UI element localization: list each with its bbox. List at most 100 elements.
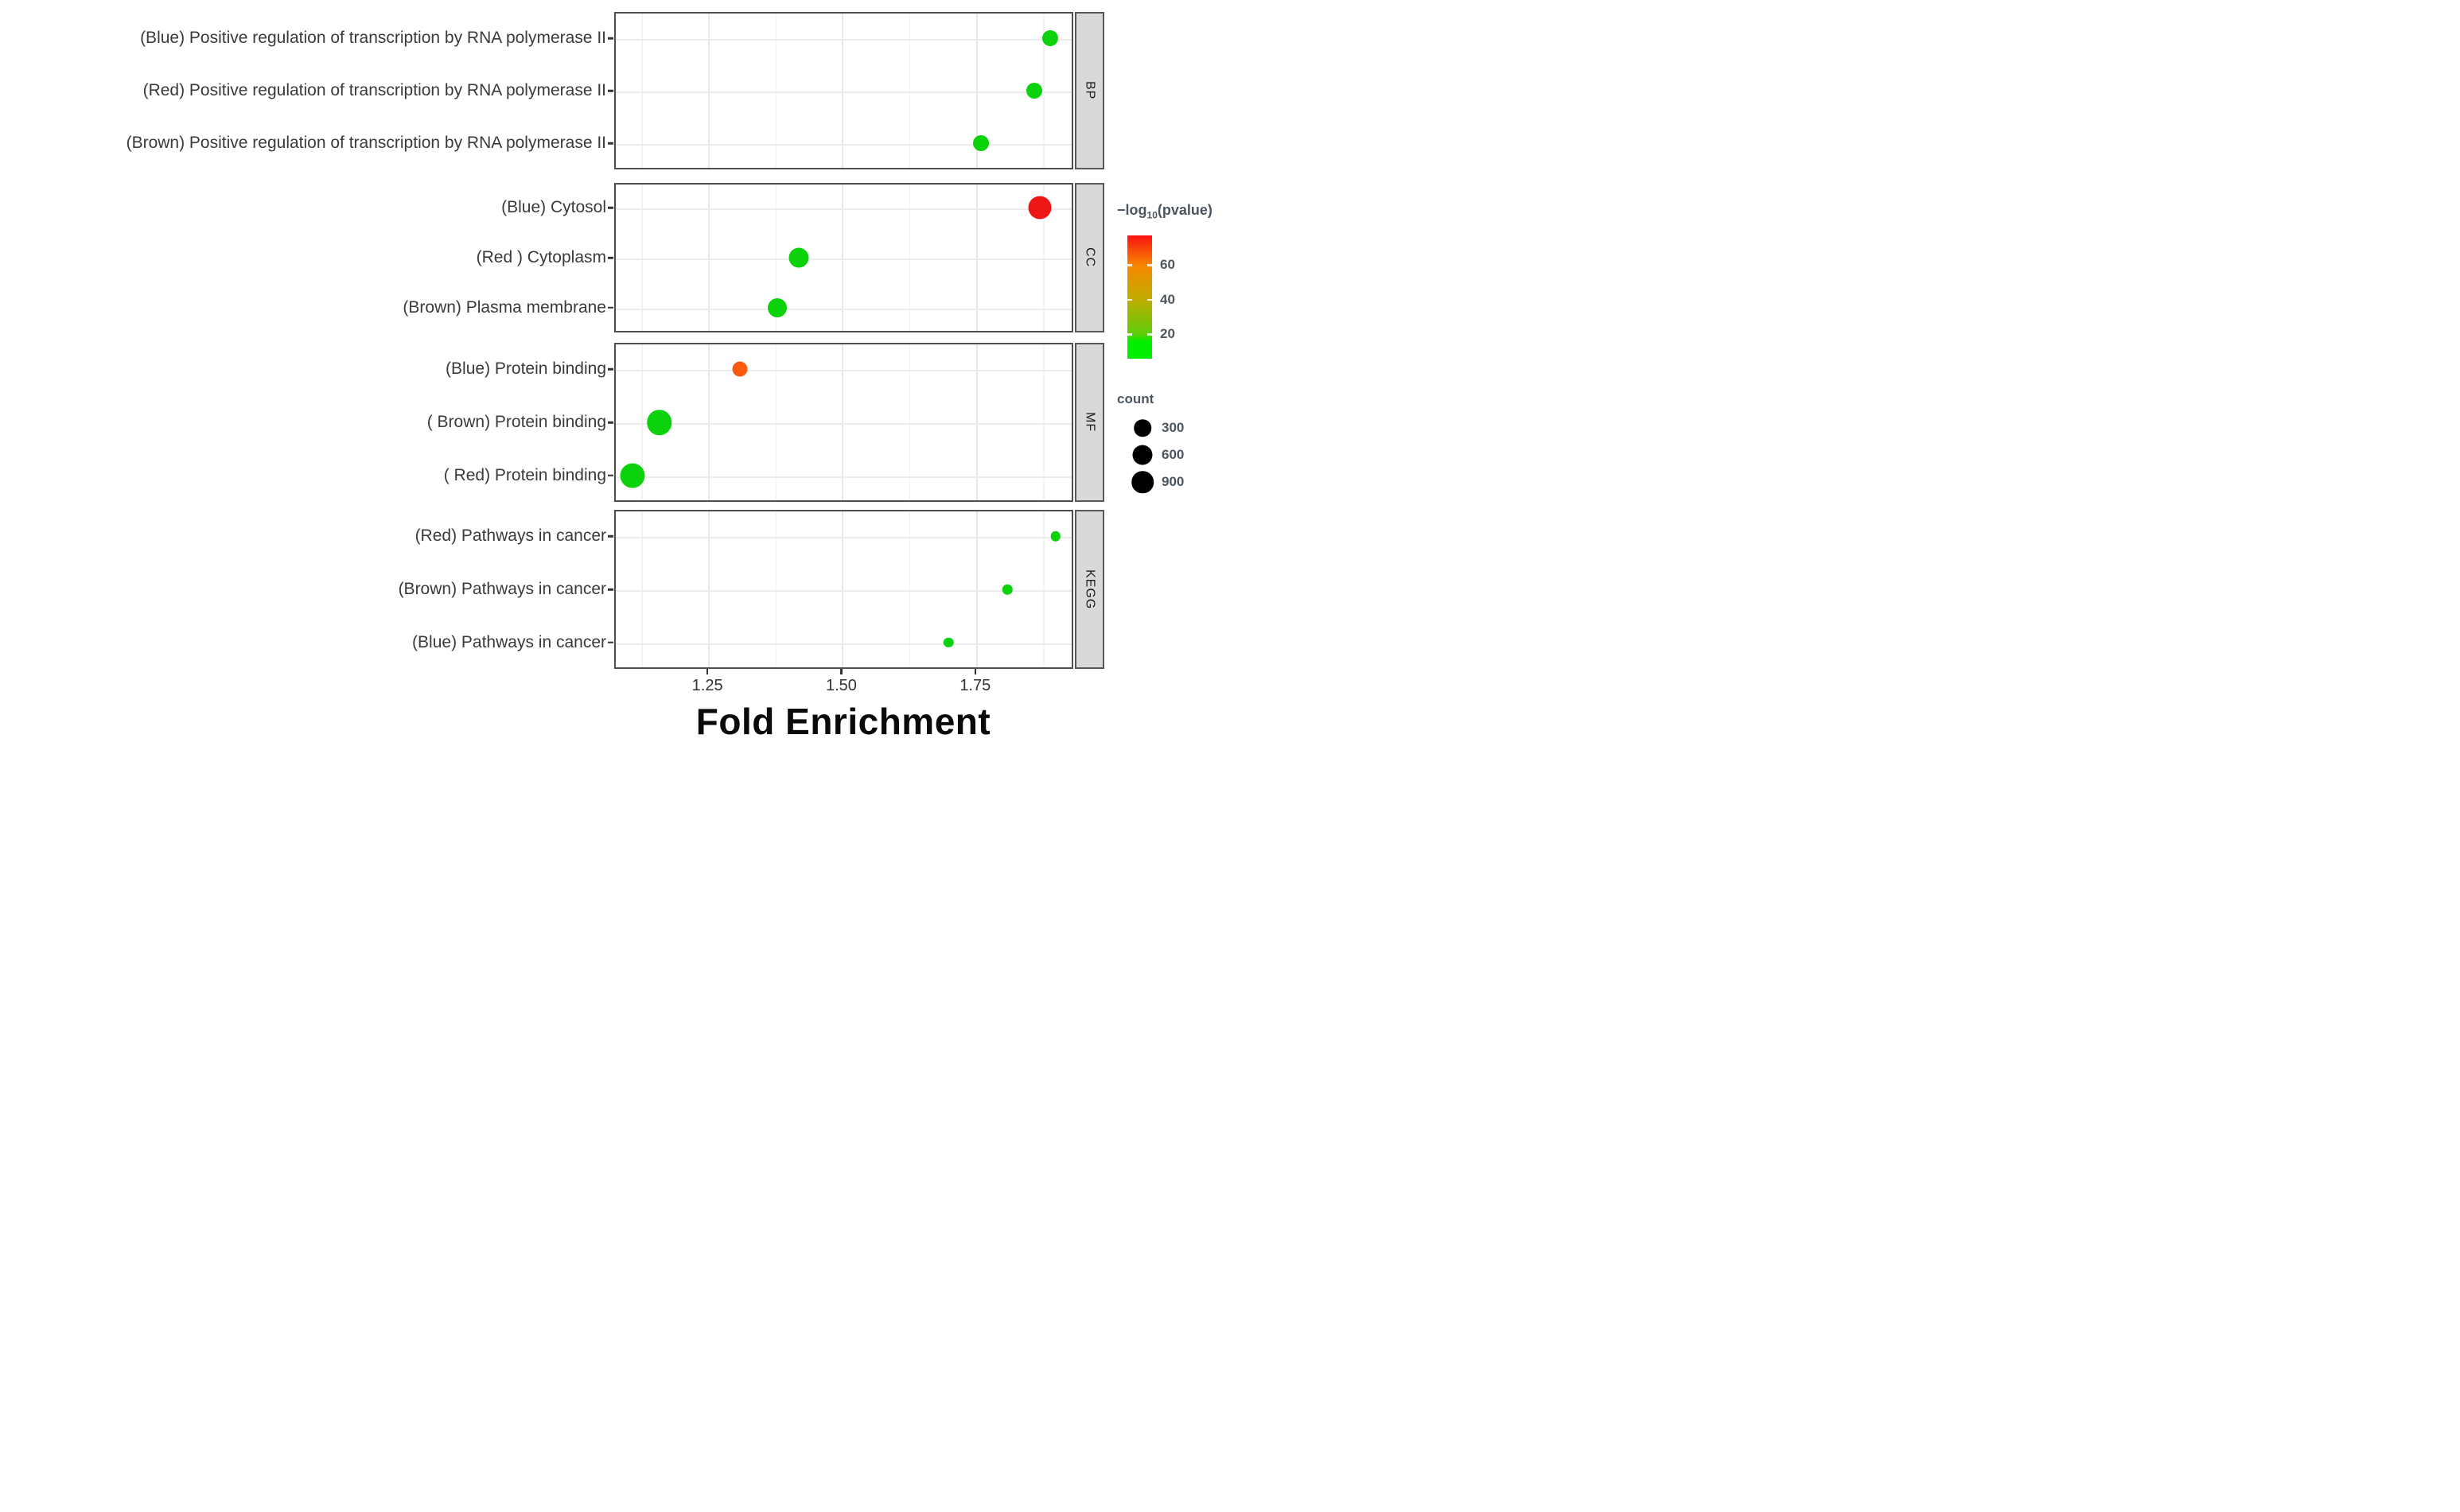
y-axis-label: (Blue) Positive regulation of transcript… — [140, 29, 606, 47]
grid-line-major — [708, 344, 710, 500]
y-axis-tick — [608, 641, 613, 643]
data-point — [732, 361, 748, 377]
grid-line-row — [616, 39, 1072, 41]
grid-line-major — [975, 185, 978, 331]
count-legend-label: 600 — [1162, 447, 1185, 462]
grid-line-minor — [775, 344, 777, 500]
x-axis-tick — [706, 669, 709, 674]
grid-line-minor — [1043, 511, 1045, 667]
grid-line-major — [842, 14, 844, 168]
grid-line-major — [708, 185, 710, 331]
x-axis-title: Fold Enrichment — [695, 701, 991, 742]
grid-line-row — [616, 208, 1072, 211]
y-axis-label: ( Brown) Protein binding — [426, 413, 606, 431]
facet-panel-cc — [614, 183, 1073, 332]
y-axis-tick — [608, 588, 613, 591]
grid-line-major — [708, 511, 710, 667]
data-point — [1042, 30, 1059, 46]
count-legend-title: count — [1117, 391, 1154, 406]
y-axis-tick — [608, 474, 613, 476]
colorbar-tick-notch — [1147, 298, 1152, 301]
count-legend-label: 900 — [1162, 474, 1185, 489]
colorbar-gradient — [1127, 235, 1152, 359]
y-axis-tick — [608, 207, 613, 209]
colorbar-title-prefix: −log — [1117, 202, 1147, 218]
data-point — [1002, 584, 1013, 595]
data-point — [1050, 531, 1061, 542]
colorbar-legend-title: −log10(pvalue) — [1117, 202, 1212, 221]
y-axis-label: (Red) Pathways in cancer — [415, 527, 606, 546]
grid-line-minor — [909, 14, 911, 168]
data-point — [1028, 196, 1052, 220]
y-axis-label: (Blue) Cytosol — [501, 198, 606, 217]
facet-strip-cc: CC — [1075, 183, 1104, 332]
grid-line-row — [616, 308, 1072, 310]
y-axis-label: ( Red) Protein binding — [443, 465, 606, 484]
y-axis-tick — [608, 368, 613, 371]
colorbar-tick-notch — [1127, 333, 1132, 336]
grid-line-row — [616, 258, 1072, 260]
y-axis-label: (Blue) Protein binding — [446, 360, 606, 379]
grid-line-row — [616, 537, 1072, 539]
grid-line-minor — [1043, 14, 1045, 168]
facet-strip-label: CC — [1083, 247, 1097, 268]
grid-line-minor — [1043, 185, 1045, 331]
x-axis-tick-label: 1.25 — [691, 677, 723, 694]
y-axis-tick — [608, 142, 613, 145]
facet-panel-kegg — [614, 510, 1073, 669]
data-point — [620, 463, 645, 488]
grid-line-minor — [909, 185, 911, 331]
grid-line-minor — [909, 344, 911, 500]
grid-line-row — [616, 144, 1072, 146]
y-axis-label: (Red ) Cytoplasm — [476, 248, 606, 266]
colorbar-tick-label: 40 — [1160, 291, 1175, 307]
grid-line-major — [975, 14, 978, 168]
grid-line-major — [842, 511, 844, 667]
grid-line-minor — [775, 14, 777, 168]
count-legend-dot — [1132, 445, 1153, 465]
x-axis-tick — [974, 669, 977, 674]
colorbar-tick-label: 20 — [1160, 326, 1175, 342]
grid-line-minor — [641, 344, 643, 500]
colorbar-tick-notch — [1147, 264, 1152, 266]
grid-line-minor — [775, 511, 777, 667]
facet-strip-label: MF — [1083, 412, 1097, 433]
count-legend-label: 300 — [1162, 420, 1185, 435]
colorbar-tick-label: 60 — [1160, 257, 1175, 273]
grid-line-row — [616, 91, 1072, 93]
facet-panel-bp — [614, 12, 1073, 169]
grid-line-row — [616, 590, 1072, 592]
facet-strip-mf: MF — [1075, 343, 1104, 502]
y-axis-label: (Brown) Positive regulation of transcrip… — [126, 134, 606, 152]
grid-line-major — [708, 14, 710, 168]
facet-strip-bp: BP — [1075, 12, 1104, 169]
data-point — [767, 297, 787, 317]
y-axis-label: (Brown) Plasma membrane — [403, 297, 606, 317]
grid-line-minor — [641, 14, 643, 168]
grid-line-minor — [775, 185, 777, 331]
grid-line-minor — [1043, 344, 1045, 500]
y-axis-tick — [608, 535, 613, 538]
data-point — [1026, 83, 1042, 99]
grid-line-minor — [909, 511, 911, 667]
grid-line-minor — [641, 185, 643, 331]
colorbar-title-suffix: (pvalue) — [1157, 202, 1212, 218]
colorbar-tick-notch — [1147, 333, 1152, 336]
grid-line-row — [616, 643, 1072, 645]
grid-line-row — [616, 370, 1072, 372]
y-axis-tick — [608, 89, 613, 92]
grid-line-major — [975, 511, 978, 667]
grid-line-row — [616, 423, 1072, 425]
y-axis-tick — [608, 306, 613, 309]
grid-line-major — [842, 185, 844, 331]
y-axis-label: (Brown) Pathways in cancer — [398, 580, 606, 598]
y-axis-tick — [608, 421, 613, 424]
y-axis-label: (Blue) Pathways in cancer — [412, 632, 606, 651]
data-point — [646, 410, 672, 435]
grid-line-minor — [641, 511, 643, 667]
enrichment-bubble-chart: Fold Enrichment −log10(pvalue) count (Bl… — [0, 0, 1230, 756]
y-axis-tick — [608, 37, 613, 40]
grid-line-major — [975, 344, 978, 500]
data-point — [972, 135, 989, 151]
x-axis-tick-label: 1.50 — [826, 677, 857, 694]
